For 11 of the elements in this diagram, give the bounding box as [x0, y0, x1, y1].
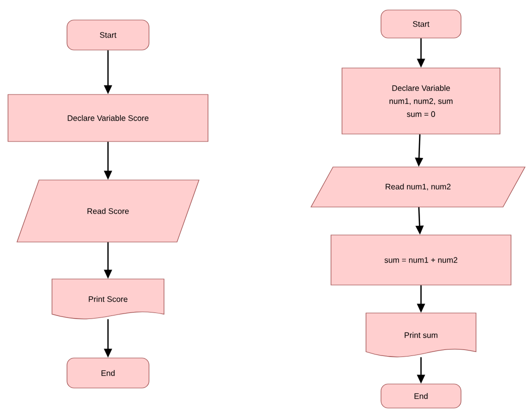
process-box: Declare Variable Score — [8, 94, 208, 142]
terminal-box: Start — [380, 10, 462, 38]
terminal-box: Start — [66, 20, 150, 50]
process-box: sum = num1 + num2 — [330, 234, 512, 286]
terminal-box: End — [380, 384, 462, 408]
output-document: Print Score — [52, 278, 164, 320]
process-box: Declare Variable num1, num2, sum sum = 0 — [342, 68, 500, 134]
input-parallelogram: Read num1, num2 — [310, 166, 526, 208]
terminal-box: End — [66, 358, 150, 388]
input-parallelogram: Read Score — [16, 180, 200, 242]
output-document: Print sum — [366, 312, 476, 358]
